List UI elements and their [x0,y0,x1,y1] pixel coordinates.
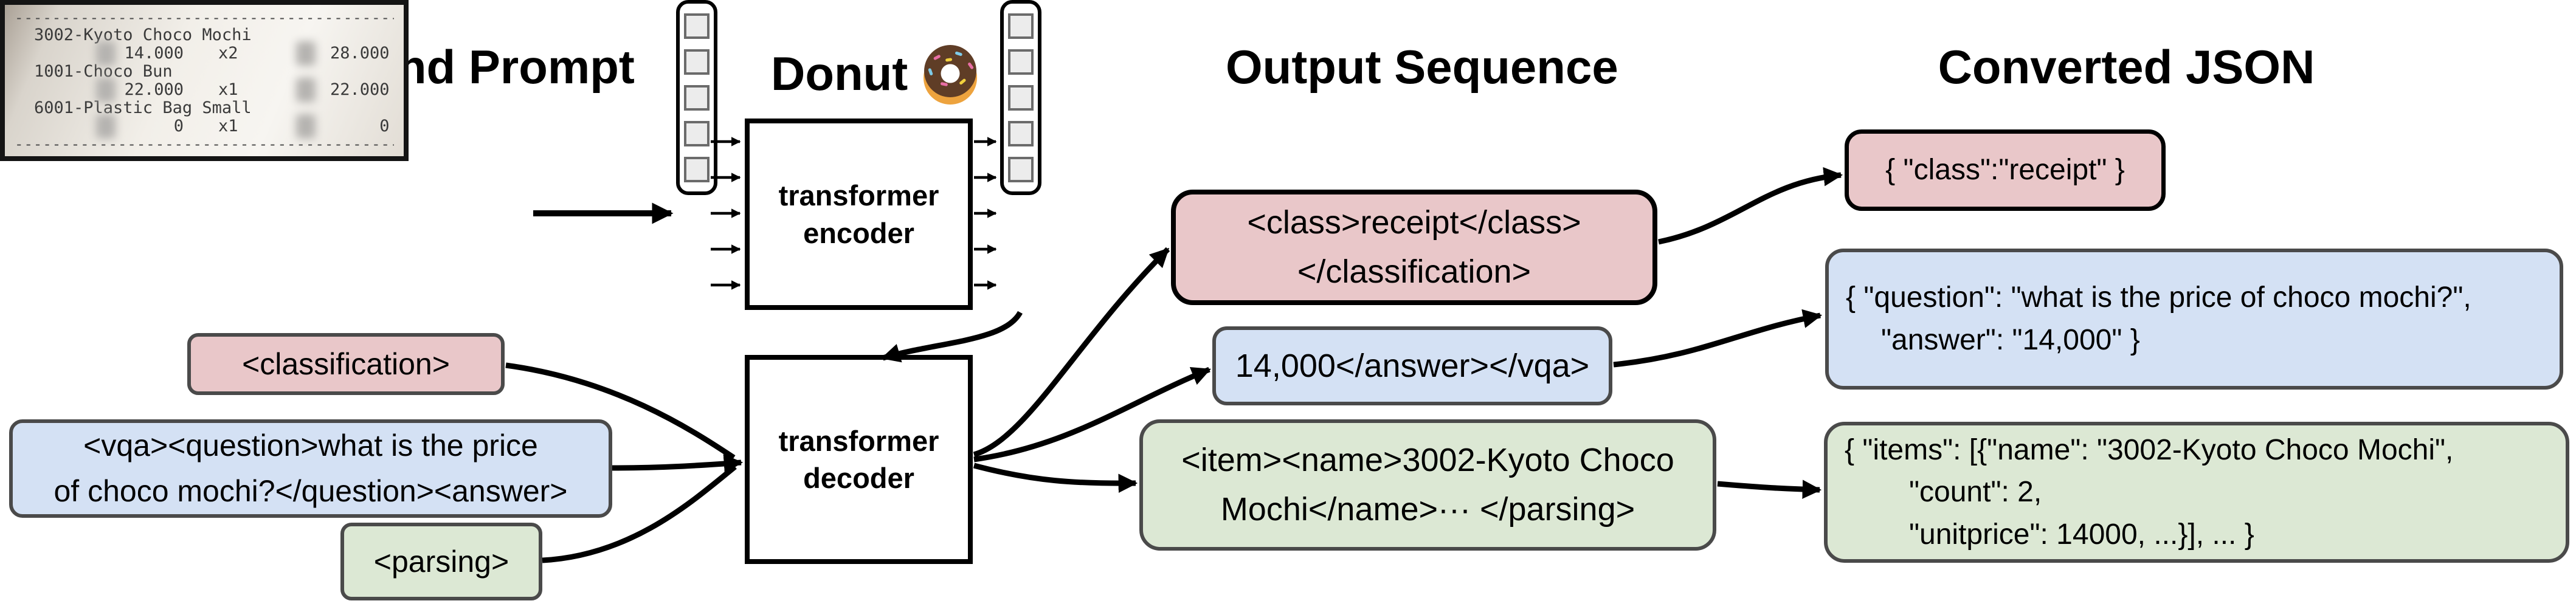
redacted-patch [96,77,116,102]
input-receipt-image: ----------------------------------------… [0,0,409,161]
receipt-item-price-row: 0 x1 0 [5,114,404,139]
arrow-decoder-to-parsing-output [973,462,1138,493]
redacted-patch [295,41,316,66]
redacted-patch [295,77,316,102]
patch-embedding-strip-input [676,0,717,195]
arrow-vqa-prompt-to-decoder [612,454,744,473]
output-parsing-line2: Mochi</name>··· </parsing> [1220,491,1635,528]
receipt-item-name: 6001-Plastic Bag Small [34,98,252,117]
patch-cell [684,120,710,146]
prompt-parsing-text: <parsing> [373,544,509,579]
redacted-patch [96,41,116,66]
output-section-title: Output Sequence [1226,40,1618,94]
arrow-parsing-output-to-json [1717,480,1822,499]
receipt-unit-price: 0 [173,117,184,136]
receipt-item-price-row: 22.000 x1 22.000 [5,77,404,102]
prompt-vqa-line1: <vqa><question>what is the price [83,428,538,462]
patch-cell [684,84,710,111]
arrow-classification-output-to-json [1658,167,1843,245]
arrow-decoder-to-classification-output [973,247,1170,458]
patch-cell [1008,120,1034,146]
receipt-item-name: 1001-Choco Bun [34,61,173,81]
prompt-classification-text: <classification> [242,346,450,381]
json-classification-text: { "class":"receipt" } [1885,154,2125,186]
json-parsing-box: { "items": [{"name": "3002-Kyoto Choco M… [1824,422,2569,563]
receipt-total: 28.000 [330,44,390,63]
output-classification-line1: <class>receipt</class> [1247,204,1581,241]
receipt-divider-top: ----------------------------------------… [15,9,394,26]
arrows-encoder-to-embeddings [974,137,997,290]
output-parsing-box: <item><name>3002-Kyoto Choco Mochi</name… [1139,419,1716,551]
receipt-divider-bottom: ----------------------------------------… [15,135,394,153]
receipt-total: 0 [379,117,390,136]
encoder-label-line1: transformer [778,179,939,212]
redacted-patch [96,114,116,139]
output-parsing-line1: <item><name>3002-Kyoto Choco [1181,442,1674,478]
json-section-title: Converted JSON [1938,40,2315,94]
model-section-title: Donut [771,43,982,106]
patch-cell [1008,13,1034,39]
patch-cell [1008,156,1034,182]
json-parsing-line3: "unitprice": 14000, ...}], ... } [1909,518,2254,551]
output-classification-line2: </classification> [1297,253,1531,290]
patch-cell [684,49,710,75]
patch-cell [684,13,710,39]
output-vqa-text: 14,000</answer></vqa> [1235,347,1590,384]
patch-embedding-strip-output [1000,0,1041,195]
arrow-vqa-output-to-json [1613,309,1823,368]
json-parsing-line2: "count": 2, [1909,476,2042,509]
transformer-decoder-block: transformer decoder [745,355,973,564]
receipt-item-price-row: 14.000 x2 28.000 [5,41,404,66]
json-vqa-box: { "question": "what is the price of choc… [1825,249,2563,390]
model-title-label: Donut [771,47,908,101]
decoder-label-line2: decoder [803,462,914,494]
transformer-encoder-block: transformer encoder [745,119,973,310]
arrow-encoder-to-decoder [880,311,1023,363]
patch-cell [1008,84,1034,111]
json-parsing-line1: { "items": [{"name": "3002-Kyoto Choco M… [1845,433,2454,466]
output-classification-box: <class>receipt</class> </classification> [1171,190,1657,305]
json-vqa-line1: { "question": "what is the price of choc… [1846,281,2471,314]
receipt-quantity: x2 [218,44,238,63]
output-vqa-box: 14,000</answer></vqa> [1212,326,1612,405]
decoder-label-line1: transformer [778,424,939,457]
patch-cell [684,156,710,182]
prompt-vqa-box: <vqa><question>what is the price of choc… [9,419,612,518]
json-classification-box: { "class":"receipt" } [1845,129,2166,211]
json-vqa-line2: "answer": "14,000" } [1881,324,2140,356]
patch-cell [1008,49,1034,75]
receipt-total: 22.000 [330,80,390,99]
receipt-quantity: x1 [218,117,238,136]
redacted-patch [295,114,316,139]
receipt-unit-price: 14.000 [124,44,184,63]
encoder-label-line2: encoder [803,216,914,249]
prompt-classification-box: <classification> [187,333,505,395]
prompt-vqa-line2: of choco mochi?</question><answer> [54,474,568,508]
prompt-parsing-box: <parsing> [340,523,542,600]
receipt-item-name: 3002-Kyoto Choco Mochi [34,25,252,44]
receipt-unit-price: 22.000 [124,80,184,99]
donut-icon [924,45,978,105]
receipt-quantity: x1 [218,80,238,99]
